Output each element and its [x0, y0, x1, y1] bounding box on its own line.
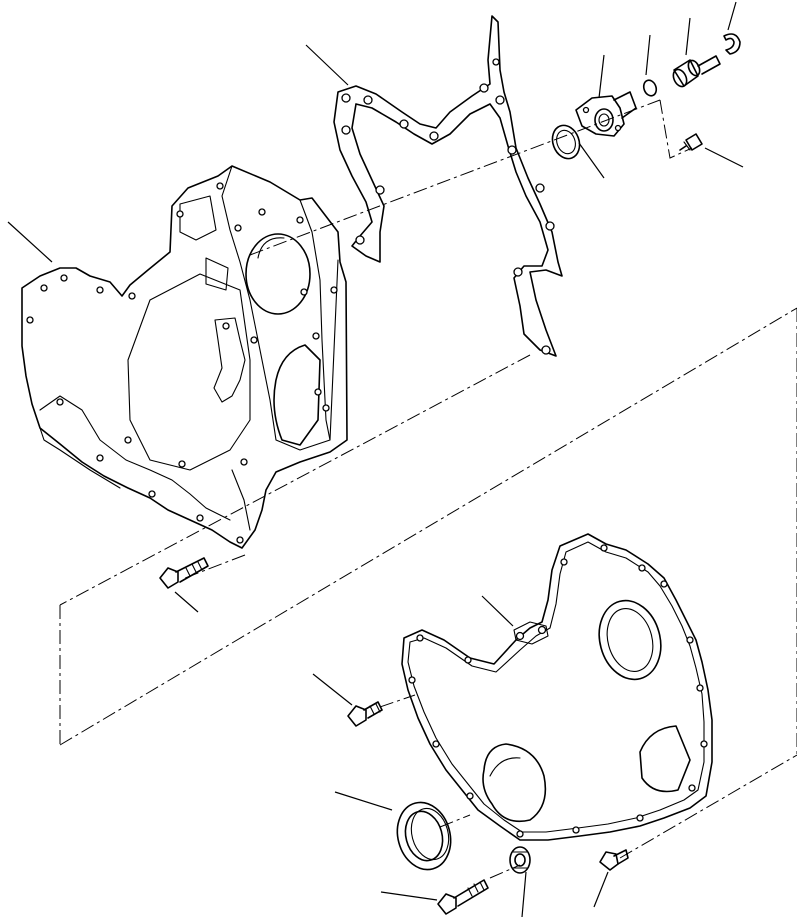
lower-bolt-axis: [619, 754, 797, 859]
cover-lower-bore: [482, 743, 547, 823]
gear-housing: [21, 165, 348, 549]
cover-bolt-axis: [379, 694, 416, 708]
housing-side-edge: [299, 199, 331, 441]
leader-housing-gasket: [305, 44, 349, 86]
small-bolt: [679, 133, 703, 151]
o-ring: [642, 79, 658, 97]
housing-outline: [21, 165, 348, 549]
cover-bolt-holes: [408, 544, 708, 838]
cover-gasket: [513, 621, 549, 645]
leader-snap-ring: [727, 1, 737, 31]
snap-ring: [723, 33, 741, 55]
bearing-flange: [575, 95, 625, 137]
housing-lower-flange: [39, 395, 231, 521]
bearing-housing: [575, 91, 637, 137]
washer: [509, 846, 531, 874]
housing-bolt-holes: [26, 182, 338, 544]
bushing-shaft: [697, 55, 721, 75]
seal-axis: [439, 814, 471, 828]
front-oil-seal: [396, 801, 452, 871]
housing-rib: [179, 195, 217, 241]
leader-small-bolt: [704, 147, 744, 168]
leader-washer: [521, 871, 527, 918]
cover-dome: [639, 725, 691, 793]
gasket-outline: [333, 15, 563, 357]
leader-front-oil-seal: [334, 791, 393, 811]
seal-ring: [551, 124, 581, 160]
group-line-top: [59, 354, 531, 606]
leader-lines: [7, 1, 744, 918]
leader-cover-bolt-lower: [593, 871, 609, 908]
housing-side-face: [221, 165, 339, 451]
alignment-lines: [59, 99, 797, 879]
housing-inner-web: [127, 273, 251, 471]
leader-seal-ring: [578, 142, 605, 179]
gasket-holes: [341, 58, 555, 355]
housing-bracket: [213, 317, 246, 403]
leader-cover-gasket: [481, 595, 514, 627]
bushing-body: [673, 59, 699, 87]
bushing: [672, 55, 721, 88]
bearing-bore: [594, 108, 614, 132]
cover-upper-bore: [598, 599, 662, 681]
leader-bushing: [685, 17, 691, 56]
upper-shaft-axis: [249, 99, 661, 256]
housing-upper-bore-inner: [257, 237, 285, 259]
leader-gear-housing: [7, 221, 53, 263]
housing-boss: [205, 257, 229, 291]
bearing-boss: [613, 91, 637, 119]
housing-lower-bore: [273, 344, 321, 446]
leader-long-bolt: [380, 891, 438, 901]
long-bolt: [437, 879, 489, 915]
cover-bolt: [347, 701, 383, 727]
small-bolt-axis: [659, 99, 693, 159]
housing-foot: [231, 469, 251, 531]
leader-o-ring: [645, 34, 651, 76]
cover-outline: [401, 533, 713, 841]
leader-housing-bolt: [174, 591, 199, 613]
housing-bolt: [159, 557, 209, 589]
housing-flange-edge: [39, 427, 121, 489]
front-cover: [401, 533, 713, 841]
leader-bearing-housing: [598, 54, 605, 99]
cover-inner-flange: [407, 541, 705, 833]
cover-bolt-lower: [599, 849, 629, 871]
housing-upper-bore: [245, 233, 311, 315]
group-line-upper-right: [59, 307, 797, 746]
leader-cover-bolt: [312, 673, 353, 706]
long-bolt-axis: [489, 864, 521, 879]
housing-gasket: [333, 15, 563, 357]
